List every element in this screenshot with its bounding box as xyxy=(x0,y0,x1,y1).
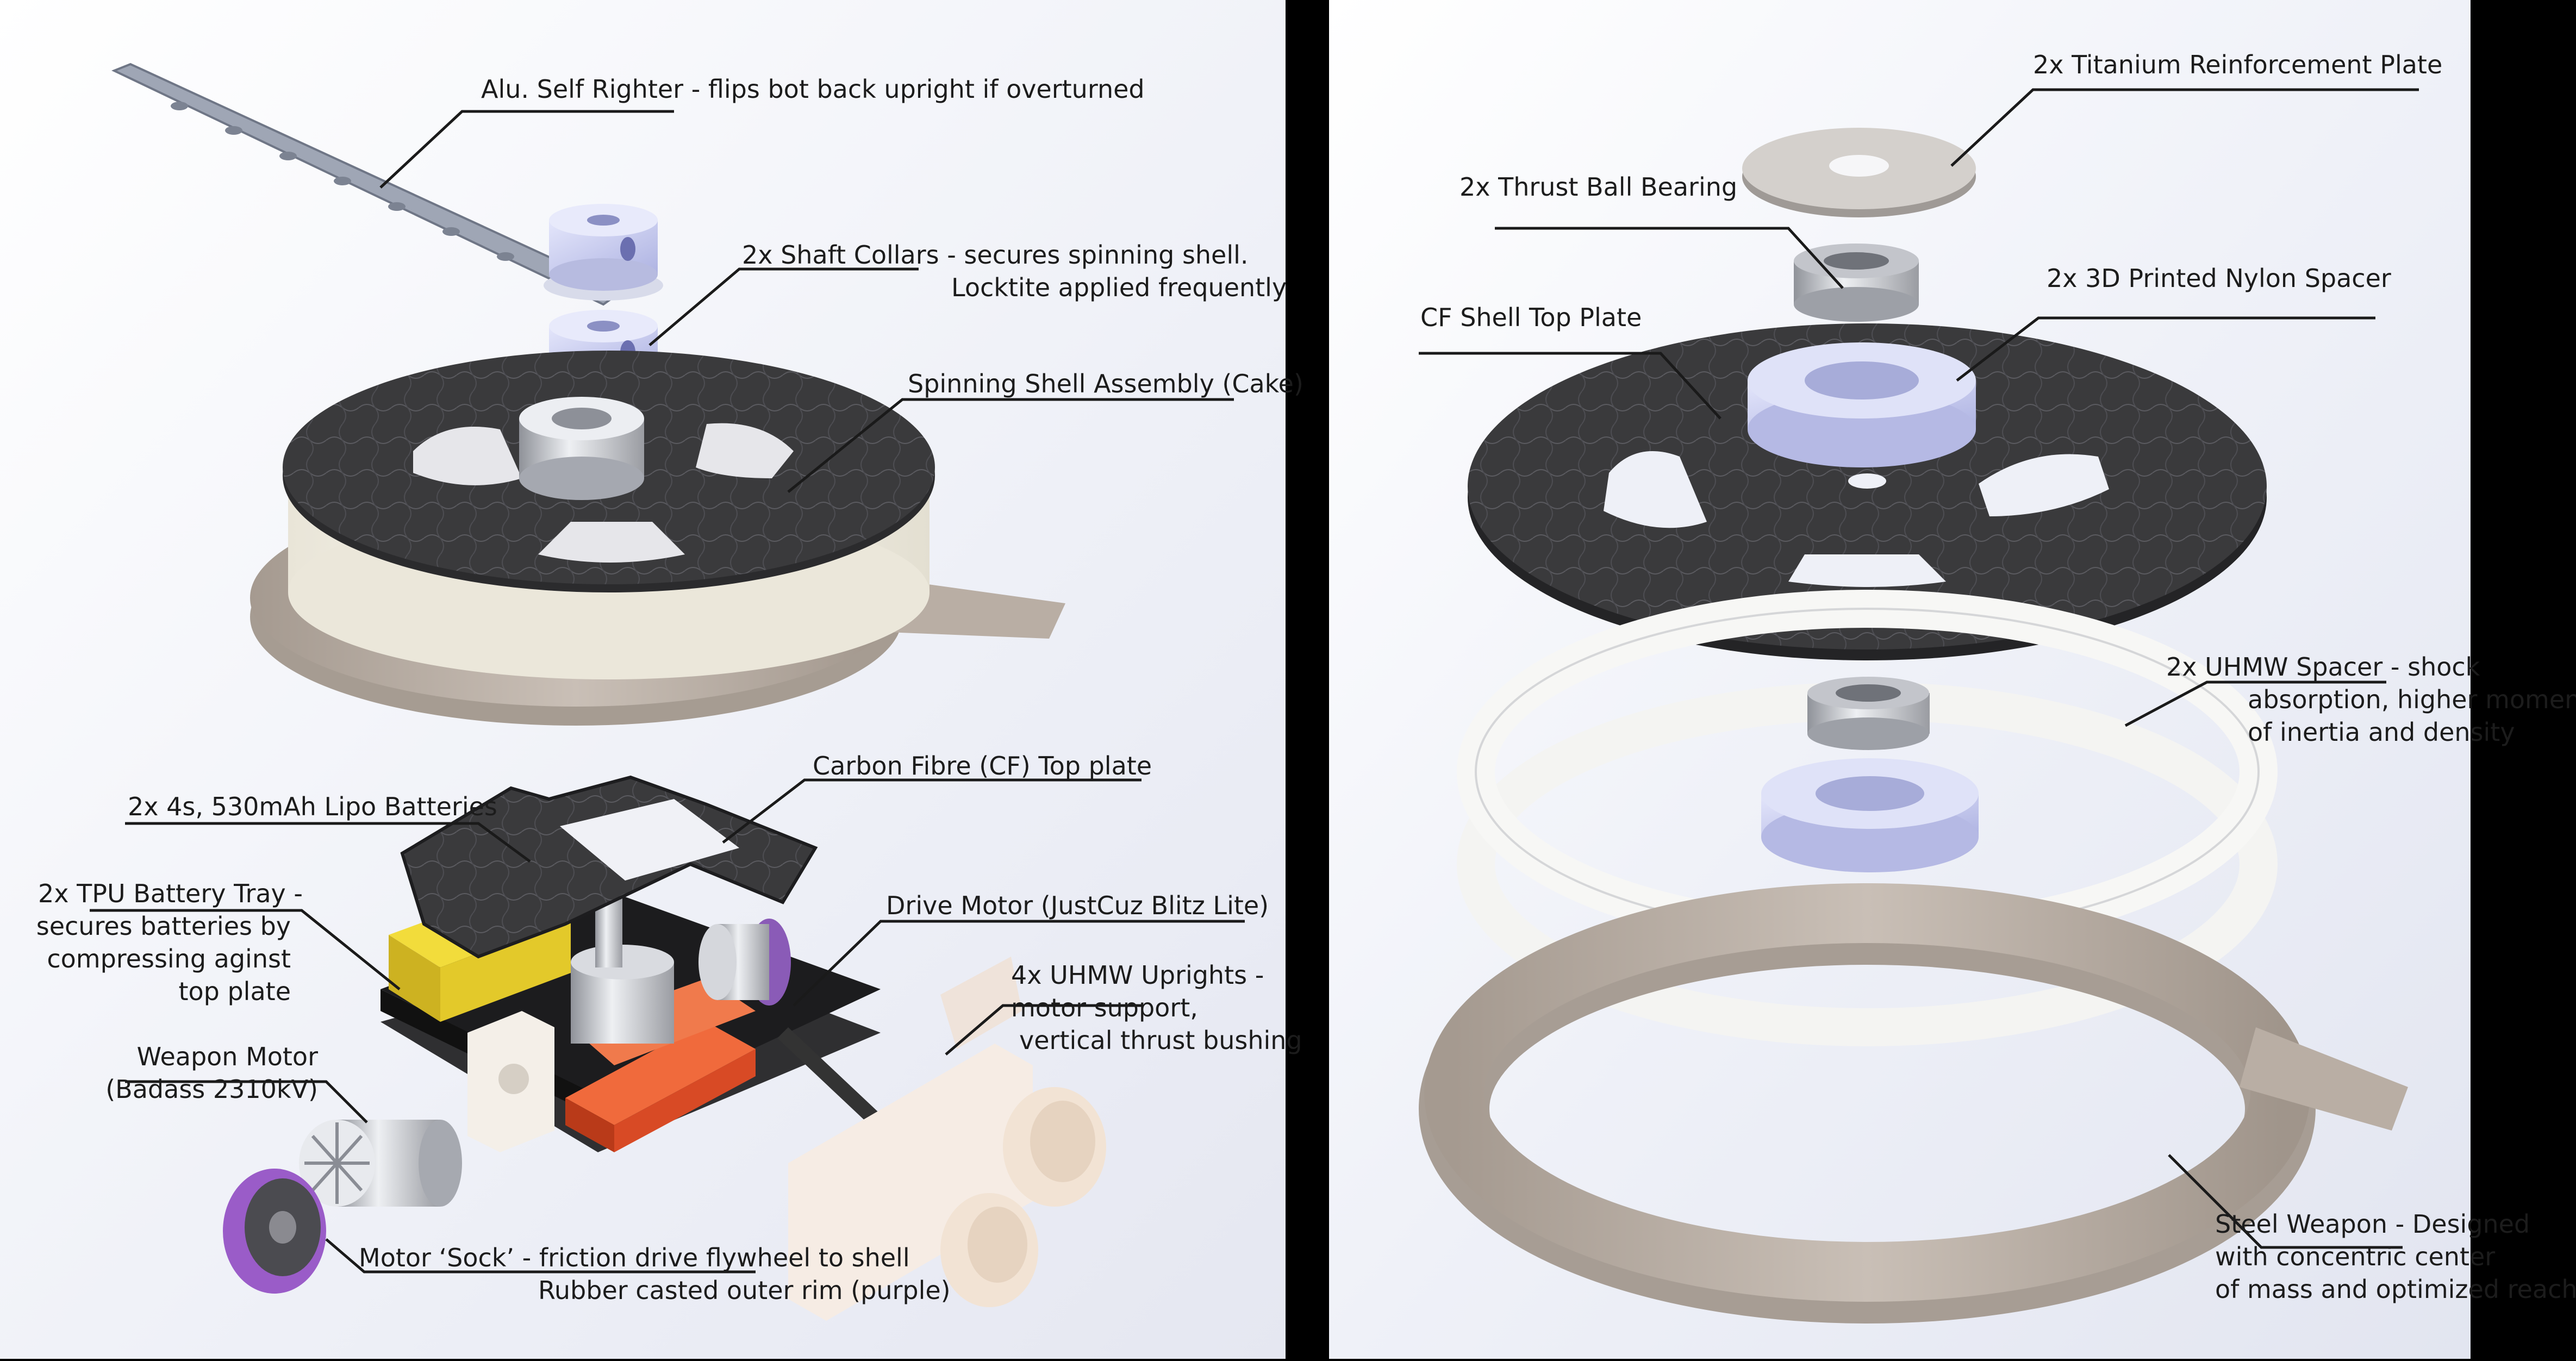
label-shaft-collars: 2x Shaft Collars - secures spinning shel… xyxy=(742,240,1249,270)
label-cf-shell-top: CF Shell Top Plate xyxy=(1420,303,1642,332)
steel-weapon-ring xyxy=(1419,883,2408,1323)
label-thrust-bearing: 2x Thrust Ball Bearing xyxy=(1459,172,1737,202)
label-steel-weapon: Steel Weapon - Designed xyxy=(2215,1209,2530,1239)
label-steel-weapon-2: with concentric center xyxy=(2215,1242,2495,1271)
label-self-righter: Alu. Self Righter - flips bot back uprig… xyxy=(481,74,1145,104)
label-tpu-tray: 2x TPU Battery Tray - xyxy=(38,879,303,908)
titanium-plate xyxy=(1742,128,1976,217)
right-edge-bar xyxy=(2471,0,2576,1359)
spinning-shell-assembly xyxy=(250,351,1065,726)
self-righter-arm xyxy=(111,63,625,306)
nylon-spacer-top xyxy=(1748,342,1976,467)
cf-shell-top-plate xyxy=(1468,323,2267,660)
label-tpu-tray-3: compressing aginst xyxy=(47,944,291,973)
panel-divider xyxy=(1286,0,1329,1359)
labels: Alu. Self Righter - flips bot back uprig… xyxy=(36,50,2576,1305)
label-lipo-batteries: 2x 4s, 530mAh Lipo Batteries xyxy=(128,792,497,821)
label-nylon-spacer: 2x 3D Printed Nylon Spacer xyxy=(2047,264,2391,293)
thrust-bearing-lower xyxy=(1807,677,1930,750)
nylon-spacer-lower xyxy=(1761,758,1979,872)
label-motor-sock: Motor ‘Sock’ - friction drive flywheel t… xyxy=(359,1243,910,1272)
label-weapon-motor-2: (Badass 2310kV) xyxy=(105,1075,318,1104)
label-uprights-3: vertical thrust bushing xyxy=(1019,1026,1302,1055)
label-shell-assembly: Spinning Shell Assembly (Cake) xyxy=(908,369,1303,398)
label-tpu-tray-2: secures batteries by xyxy=(36,912,291,941)
label-uhmw-spacer-2: absorption, higher moment xyxy=(2248,685,2576,714)
label-shaft-collars-note: Locktite applied frequently xyxy=(951,273,1287,302)
label-weapon-motor: Weapon Motor xyxy=(137,1042,318,1071)
label-uhmw-spacer-3: of inertia and density xyxy=(2248,717,2515,747)
label-uprights-2: motor support, xyxy=(1011,993,1198,1022)
leader-lines xyxy=(90,88,2419,1273)
label-uhmw-spacer: 2x UHMW Spacer - shock xyxy=(2166,652,2480,682)
label-tpu-tray-4: top plate xyxy=(178,977,291,1006)
label-steel-weapon-3: of mass and optimized reach xyxy=(2215,1275,2576,1304)
label-drive-motor: Drive Motor (JustCuz Blitz Lite) xyxy=(886,891,1269,920)
uhmw-uprights-and-wheels xyxy=(788,957,1106,1321)
drive-chassis xyxy=(223,775,881,1294)
label-cf-top-plate: Carbon Fibre (CF) Top plate xyxy=(813,751,1152,781)
label-motor-sock-2: Rubber casted outer rim (purple) xyxy=(538,1276,951,1305)
label-titanium-plate: 2x Titanium Reinforcement Plate xyxy=(2033,50,2442,79)
label-uprights: 4x UHMW Uprights - xyxy=(1011,960,1264,990)
shaft-collar-upper xyxy=(544,204,663,301)
